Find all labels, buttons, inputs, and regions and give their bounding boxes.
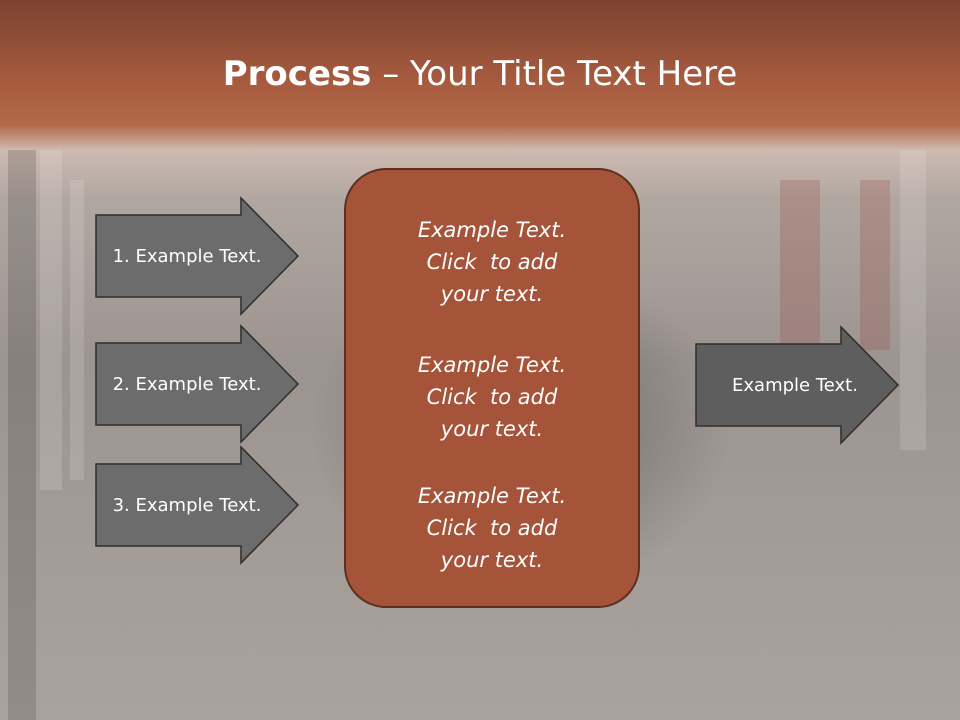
arrow-shape xyxy=(95,196,300,316)
bg-window-frame xyxy=(70,180,84,480)
center-text-line: Example Text. xyxy=(417,353,567,377)
arrow-shape xyxy=(95,445,300,565)
arrow-shape xyxy=(695,325,900,445)
left-arrow-2-label: 2. Example Text. xyxy=(112,373,262,395)
center-text-line: Click to add xyxy=(426,385,558,409)
left-arrow-1-label: 1. Example Text. xyxy=(112,245,262,267)
center-text-block-3[interactable]: Example Text. Click to add your text. xyxy=(346,480,638,576)
left-arrow-3[interactable]: 3. Example Text. xyxy=(95,445,300,565)
center-text-line: your text. xyxy=(440,548,544,572)
center-text-line: Example Text. xyxy=(417,218,567,242)
center-text-block-2[interactable]: Example Text. Click to add your text. xyxy=(346,349,638,445)
bg-red-panel xyxy=(860,180,890,350)
bg-window-frame xyxy=(900,150,926,450)
title-rest: – Your Title Text Here xyxy=(371,54,738,94)
center-text-line: Click to add xyxy=(426,250,558,274)
center-text-line: your text. xyxy=(440,417,544,441)
left-arrow-3-label: 3. Example Text. xyxy=(112,494,262,516)
left-arrow-2[interactable]: 2. Example Text. xyxy=(95,324,300,444)
right-arrow[interactable]: Example Text. xyxy=(695,325,900,445)
slide-title: Process – Your Title Text Here xyxy=(0,50,960,98)
center-text-line: Example Text. xyxy=(417,484,567,508)
center-text-box[interactable]: Example Text. Click to add your text. Ex… xyxy=(344,168,640,608)
center-text-line: Click to add xyxy=(426,516,558,540)
bg-pillar xyxy=(8,150,36,720)
arrow-shape xyxy=(95,324,300,444)
title-bold: Process xyxy=(222,54,372,94)
bg-window-frame xyxy=(40,150,62,490)
center-text-line: your text. xyxy=(440,282,544,306)
left-arrow-1[interactable]: 1. Example Text. xyxy=(95,196,300,316)
right-arrow-label: Example Text. xyxy=(732,374,858,396)
bg-red-panel xyxy=(780,180,820,350)
center-text-block-1[interactable]: Example Text. Click to add your text. xyxy=(346,214,638,310)
